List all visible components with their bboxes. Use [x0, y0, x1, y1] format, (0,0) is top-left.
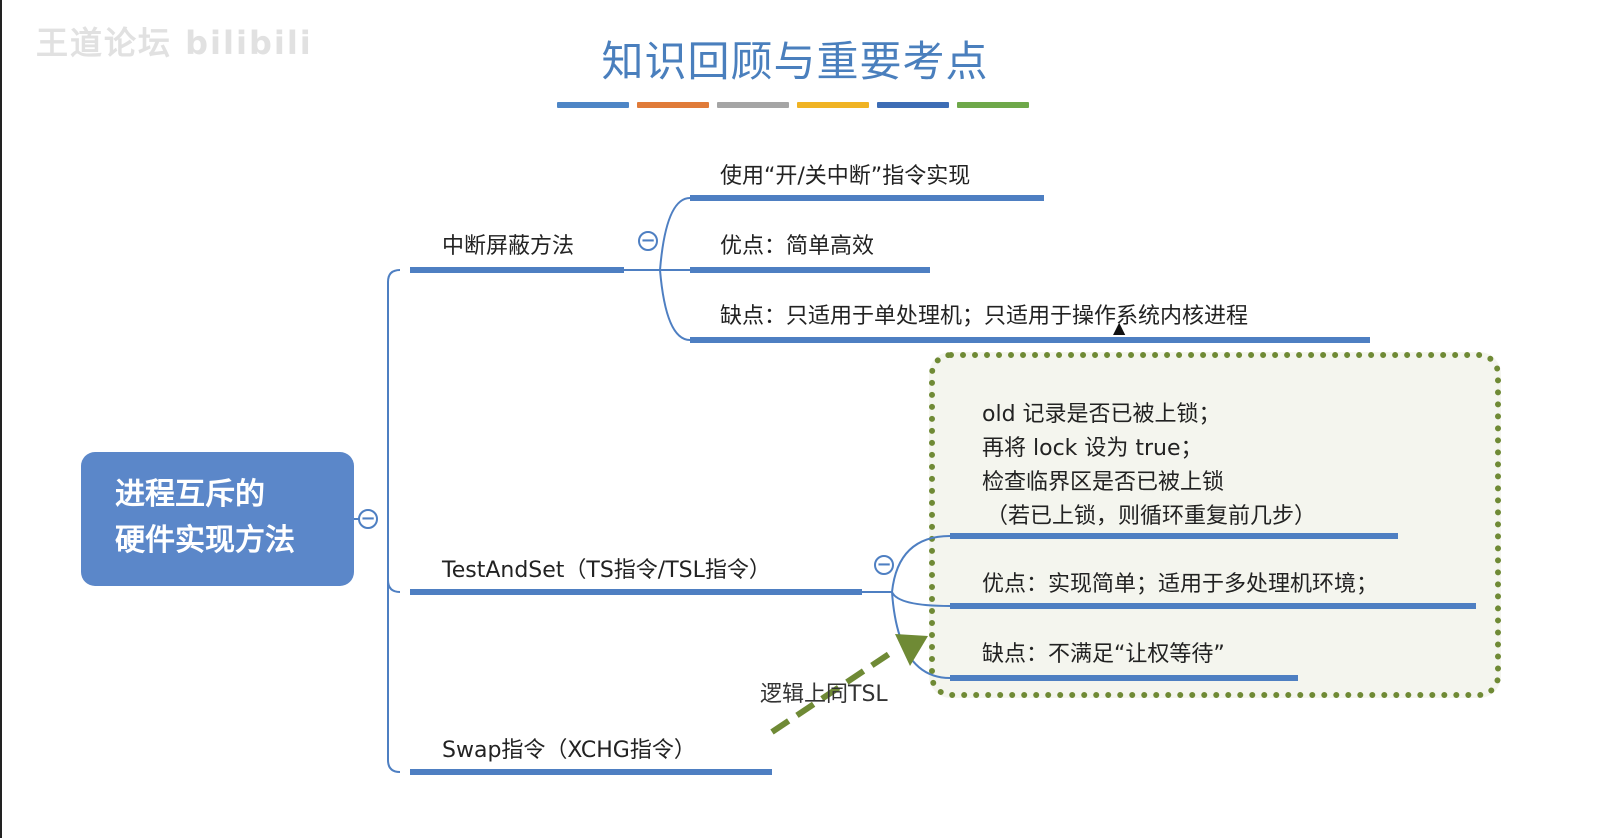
tsl-detail-line-2: 再将 lock 设为 true；: [982, 436, 1203, 461]
interrupt-branch-label[interactable]: 中断屏蔽方法: [442, 234, 575, 259]
title-color-stripes: [557, 102, 1029, 108]
tsl-detail-callout: [929, 352, 1501, 698]
left-frame-edge: [0, 0, 2, 838]
stripe-darkblue: [877, 102, 949, 108]
interrupt-children-connector: [624, 197, 691, 341]
tsl-cons[interactable]: 缺点：不满足“让权等待”: [982, 642, 1225, 667]
tsl-collapse-icon[interactable]: −: [874, 555, 894, 575]
interrupt-child-3[interactable]: 缺点：只适用于单处理机；只适用于操作系统内核进程: [720, 304, 1249, 329]
page-title: 知识回顾与重要考点: [601, 37, 989, 86]
tsl-pros[interactable]: 优点：实现简单；适用于多处理机环境；: [982, 572, 1379, 597]
tsl-children-connector: [862, 535, 951, 679]
watermark: 王道论坛 bilibili: [36, 24, 313, 62]
trunk-to-tsl-connector: [387, 579, 401, 593]
swap-arrow-label: 逻辑上同TSL: [760, 682, 888, 707]
root-line-2: 硬件实现方法: [115, 523, 295, 558]
root-line-1: 进程互斥的: [115, 477, 265, 512]
root-collapse-icon[interactable]: −: [358, 509, 378, 529]
interrupt-collapse-icon[interactable]: −: [638, 231, 658, 251]
tsl-detail-line-4: （若已上锁，则循环重复前几步）: [986, 504, 1317, 529]
trunk-connector: [387, 269, 401, 773]
stripe-orange: [637, 102, 709, 108]
tsl-detail-line-3: 检查临界区是否已被上锁: [982, 470, 1225, 495]
tsl-detail-line-1: old 记录是否已被上锁；: [982, 402, 1221, 427]
swap-to-tsl-arrowhead: [895, 634, 928, 666]
stripe-gray: [717, 102, 789, 108]
swap-to-tsl-dashed-arrow: [770, 649, 894, 735]
stripe-green: [957, 102, 1029, 108]
stripe-yellow: [797, 102, 869, 108]
mouse-cursor-icon: ▲: [1113, 318, 1126, 337]
interrupt-child-2[interactable]: 优点：简单高效: [720, 234, 875, 259]
tsl-branch-label[interactable]: TestAndSet（TS指令/TSL指令）: [442, 558, 771, 583]
stripe-blue: [557, 102, 629, 108]
swap-branch-label[interactable]: Swap指令（XCHG指令）: [442, 738, 696, 763]
interrupt-child-1[interactable]: 使用“开/关中断”指令实现: [720, 164, 971, 189]
root-node[interactable]: 进程互斥的 硬件实现方法: [81, 452, 354, 586]
